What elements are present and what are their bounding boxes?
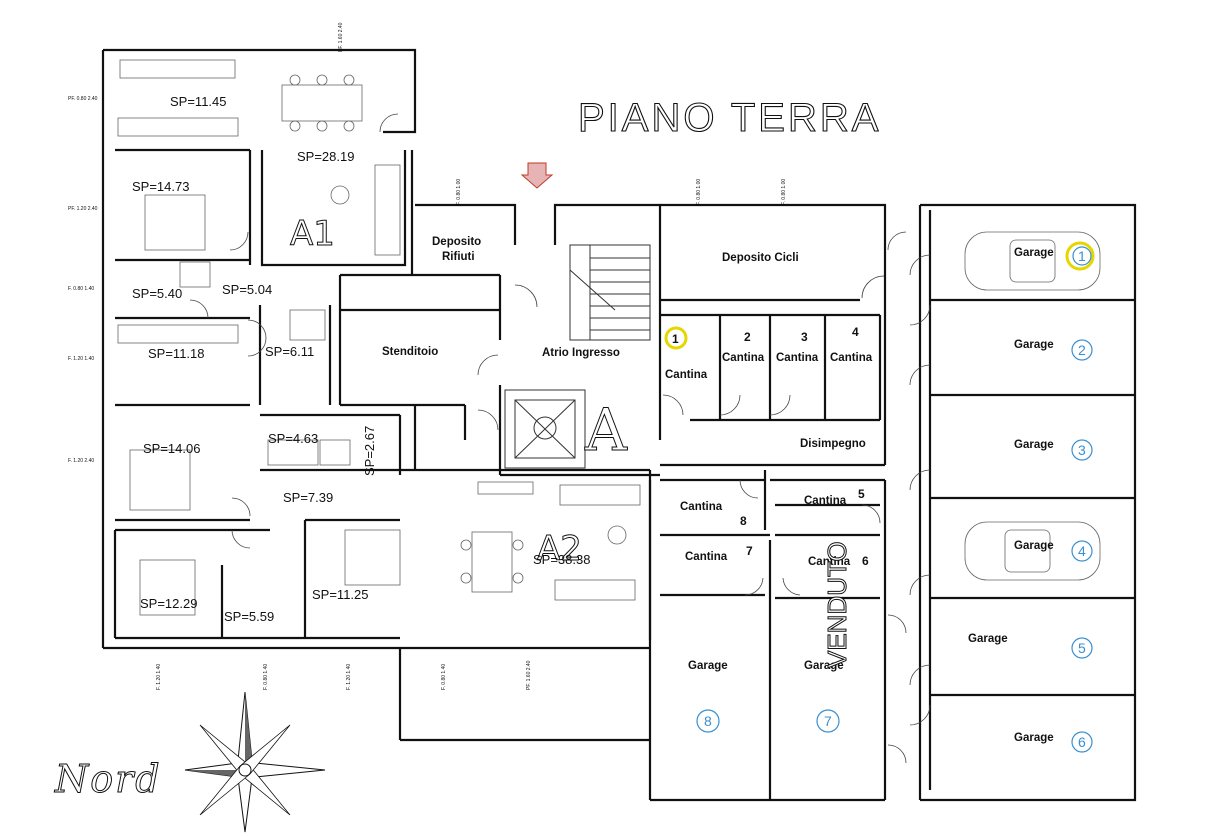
surface-label: SP=11.18: [148, 346, 205, 361]
garage-number-badge: [1071, 731, 1093, 753]
highlight-marker: [664, 326, 688, 350]
cantina-label: Cantina: [680, 501, 723, 513]
cantina-number: 4: [852, 325, 859, 339]
plan-title: PIANO TERRA: [578, 96, 881, 140]
window-label: F. 0.80 1.00: [781, 179, 787, 205]
highlight-marker: [1065, 241, 1095, 271]
surface-label: SP=14.06: [143, 441, 200, 456]
garage-number: 1: [1078, 248, 1086, 264]
surface-label: SP=11.25: [312, 587, 369, 602]
cantina-number: 1: [672, 332, 679, 346]
surface-label: SP=12.29: [140, 596, 197, 611]
room-label-disimpegno: Disimpegno: [800, 438, 866, 450]
window-label: PF. 1.20 2.40: [68, 206, 98, 212]
garage-number-badge: [816, 709, 840, 733]
cantina-label: Cantina: [665, 369, 708, 381]
entrance-arrow-icon: [520, 162, 554, 189]
window-label: F. 1.20 2.40: [68, 458, 94, 464]
surface-label: SP=4.63: [268, 431, 318, 446]
window-label: F. 1.20 1.40: [346, 664, 352, 690]
window-annotations: PF. 1.60 2.40 PF. 0.80 2.40 PF. 1.20 2.4…: [68, 22, 787, 690]
surface-label: SP=28.19: [297, 149, 354, 164]
garage-number: 6: [1078, 734, 1086, 750]
garage-number: 8: [704, 713, 712, 729]
garage-label: Garage: [968, 633, 1008, 645]
surface-label: SP=6.11: [265, 344, 314, 359]
block-letter: A: [584, 396, 628, 464]
cantina-number: 5: [858, 487, 865, 501]
window-label: F. 0.80 1.40: [68, 286, 94, 292]
cantina-label: Cantina: [808, 556, 851, 568]
window-label: F. 0.80 1.00: [696, 179, 702, 205]
walls: [101, 48, 1137, 802]
cantina-label: Cantina: [804, 495, 847, 507]
cantina-label: Cantina: [830, 352, 873, 364]
window-label: F. 0.80 1.40: [263, 664, 269, 690]
garage-label: Garage: [688, 660, 728, 672]
window-label: PF. 0.80 2.40: [68, 96, 98, 102]
room-label-rifiuti: Rifiuti: [442, 251, 475, 263]
window-label: F. 1.20 1.40: [68, 356, 94, 362]
surface-label: SP=5.04: [222, 282, 272, 297]
room-label-deposito: Deposito: [432, 236, 481, 248]
staircase: [504, 244, 651, 469]
cantine: 1 Cantina 2 Cantina 3 Cantina 4 Cantina …: [664, 325, 873, 568]
cantina-number: 6: [862, 554, 869, 568]
room-label-atrio: Atrio Ingresso: [542, 347, 620, 359]
window-label: F. 1.20 1.40: [156, 664, 162, 690]
garage-number-badge: [1071, 637, 1093, 659]
surface-label: SP=5.40: [132, 286, 182, 301]
furniture: [117, 59, 641, 616]
garage-label: Garage: [1014, 732, 1054, 744]
surface-label: SP=38.38: [533, 552, 590, 567]
cantina-label: Cantina: [776, 352, 819, 364]
window-label: PF. 1.60 2.40: [526, 660, 532, 690]
cantina-label: Cantina: [722, 352, 765, 364]
garage-number: 2: [1078, 342, 1086, 358]
garage-number: 3: [1078, 442, 1086, 458]
compass-rose-icon: [184, 691, 326, 833]
compass-label: Nord: [54, 757, 162, 801]
surface-label: SP=14.73: [132, 179, 189, 194]
car-garage-1: [964, 231, 1101, 291]
garage-label: Garage: [804, 660, 844, 672]
cantina-number: 2: [744, 330, 751, 344]
garage-number-badge: [1071, 439, 1093, 461]
surface-label: SP=11.45: [170, 94, 227, 109]
room-label-deposito-cicli: Deposito Cicli: [722, 252, 799, 264]
garages: Garage 1 Garage 2 Garage 3 Garage 4 Gara…: [688, 241, 1095, 753]
unit-a2-label: A2: [537, 529, 582, 569]
cantina-number: 3: [801, 330, 808, 344]
garage-number: 4: [1078, 543, 1086, 559]
cantina-number: 8: [740, 514, 747, 528]
surface-label: SP=2.67: [362, 426, 377, 476]
surface-label: SP=7.39: [283, 490, 333, 505]
garage-number-badge: [1072, 246, 1092, 266]
garage-label: Garage: [1014, 540, 1054, 552]
window-label: F. 0.80 1.40: [441, 664, 447, 690]
doors: [189, 113, 931, 764]
cantina-label: Cantina: [685, 551, 728, 563]
garage-label: Garage: [1014, 247, 1054, 259]
window-label: F. 0.80 1.00: [456, 179, 462, 205]
window-label: PF. 1.60 2.40: [338, 22, 344, 52]
garage-number-badge: [696, 709, 720, 733]
cantina-number: 7: [746, 544, 753, 558]
garage-label: Garage: [1014, 439, 1054, 451]
garage-number: 7: [824, 713, 832, 729]
garage-label: Garage: [1014, 339, 1054, 351]
venduto-stamp: VENDUTO: [822, 541, 852, 668]
unit-a1-label: A1: [290, 214, 335, 254]
garage-number-badge: [1071, 540, 1093, 562]
room-label-stenditoio: Stenditoio: [382, 346, 438, 358]
garage-number: 5: [1078, 640, 1086, 656]
car-garage-4: [964, 521, 1101, 581]
surface-label: SP=5.59: [224, 609, 274, 624]
garage-number-badge: [1071, 339, 1093, 361]
